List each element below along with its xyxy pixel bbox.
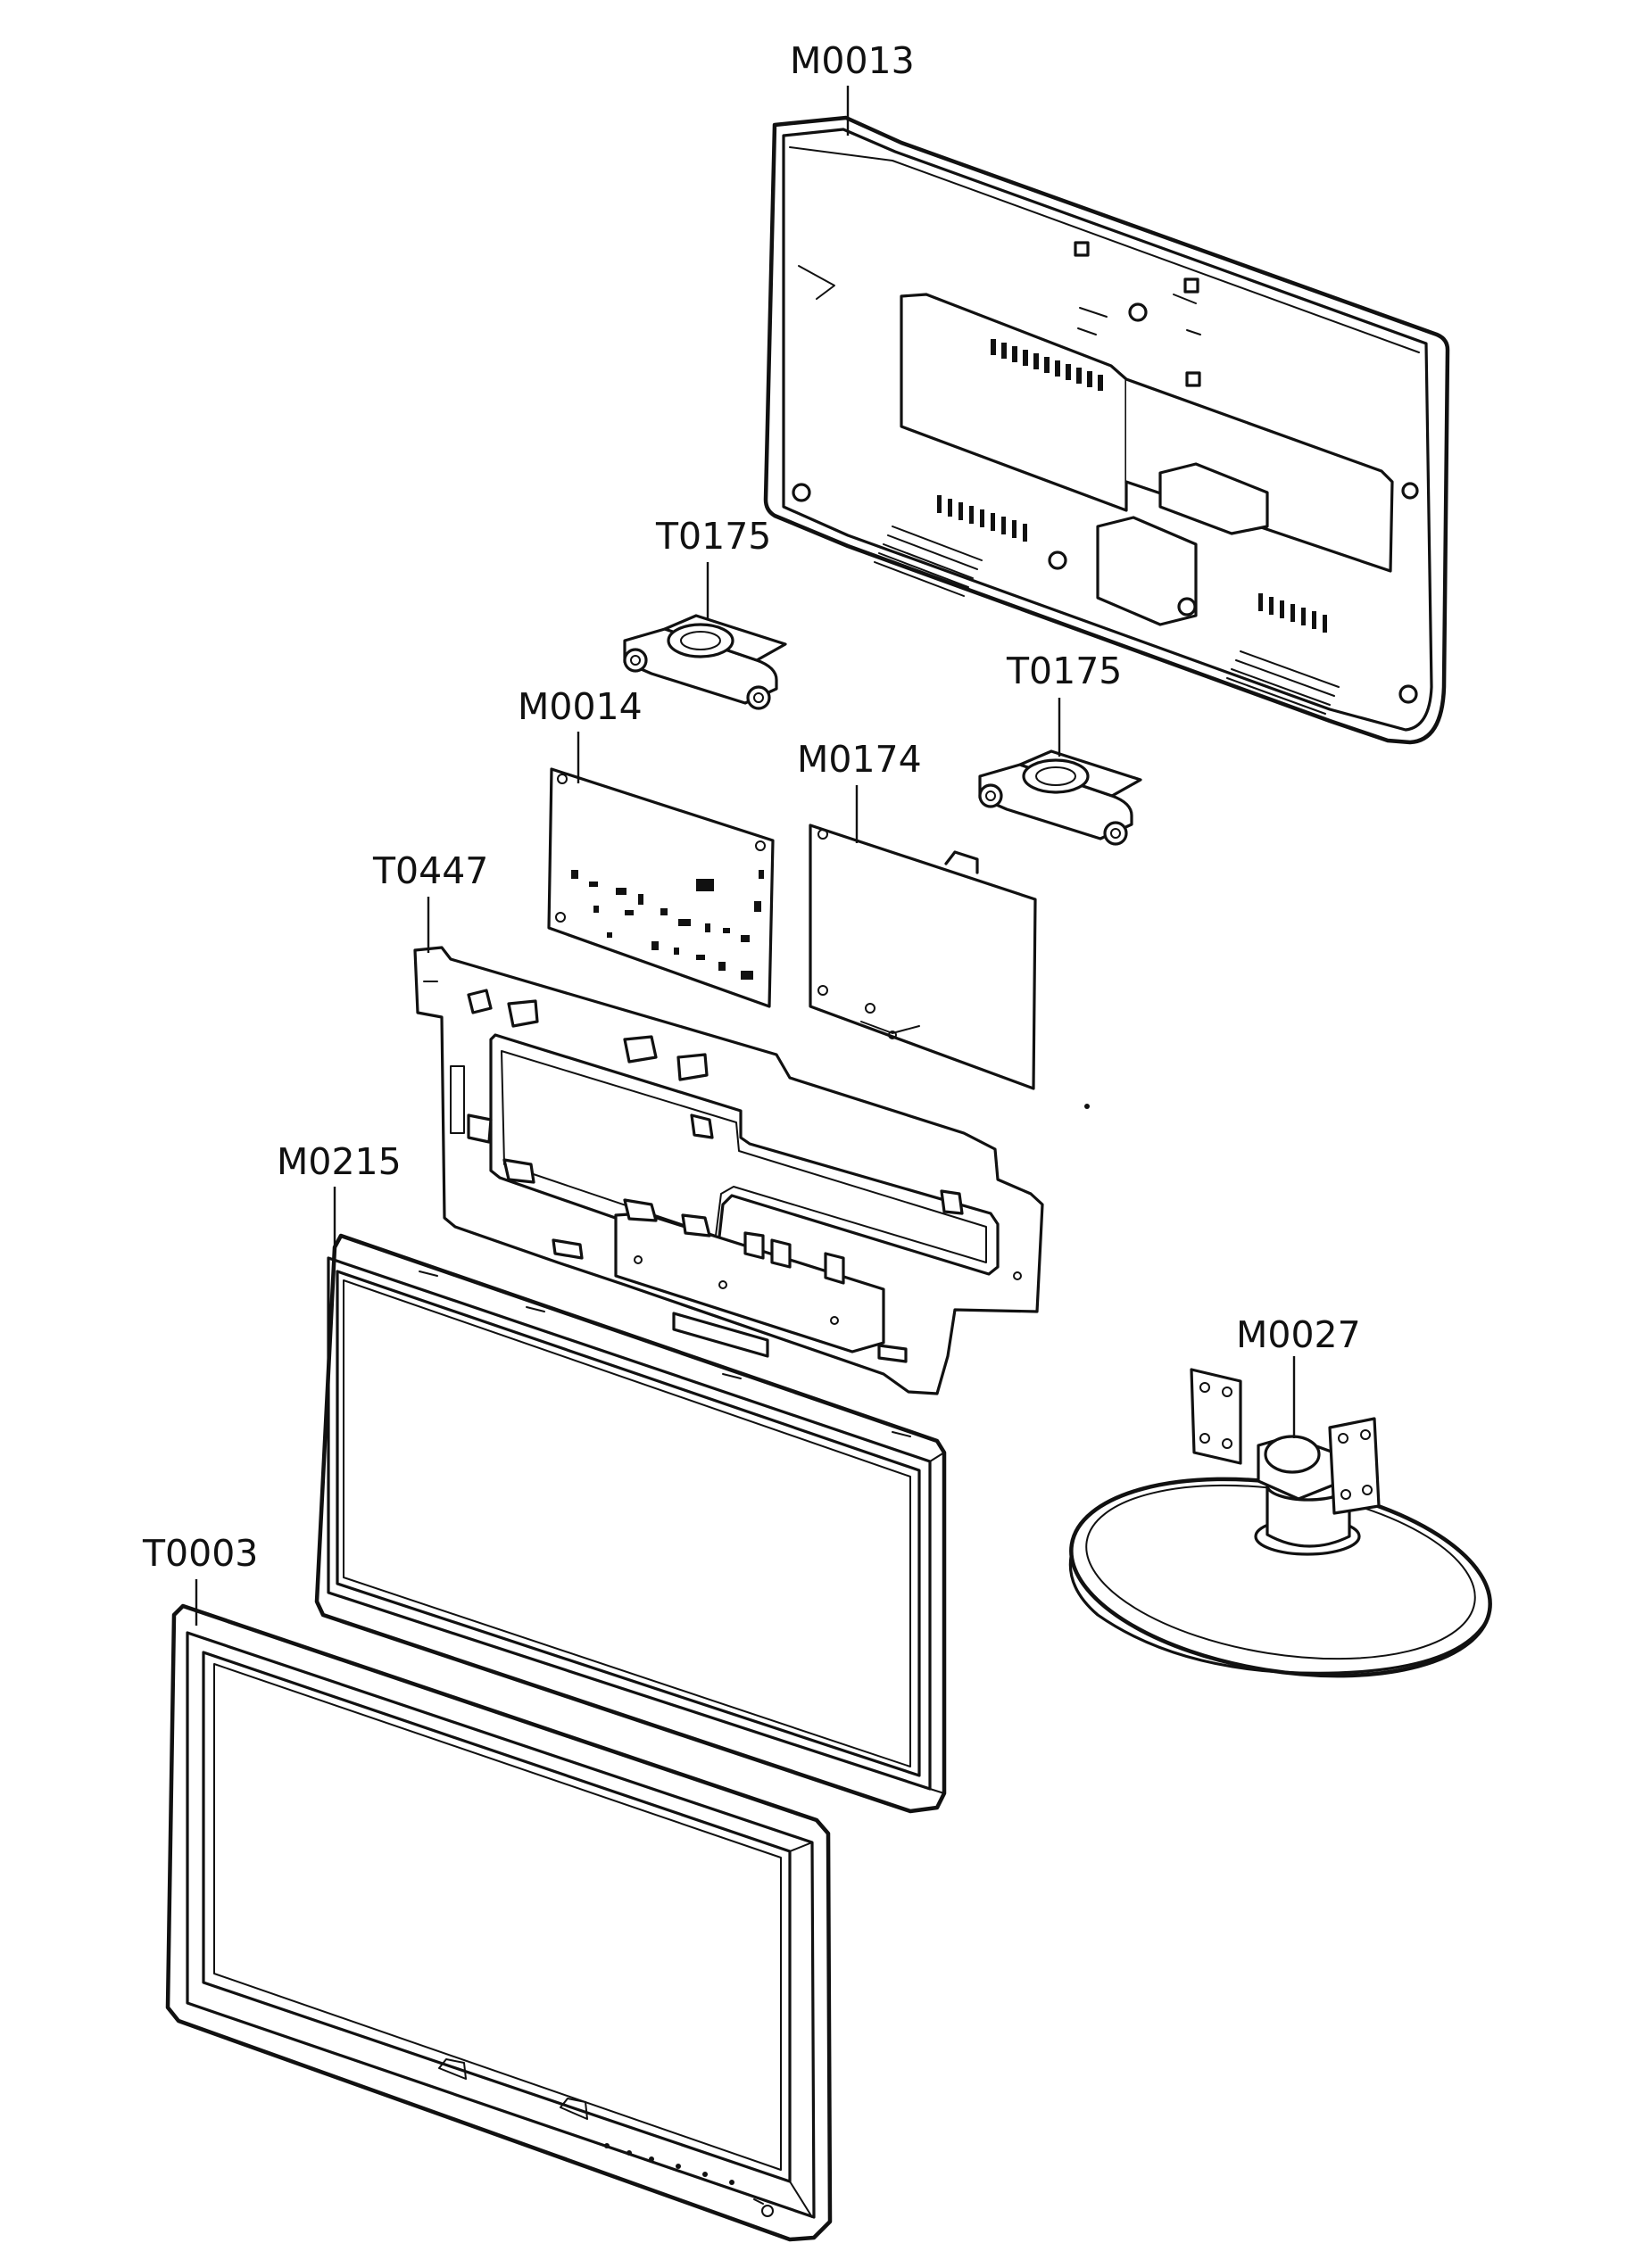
label-t0447: T0447 (372, 849, 488, 892)
label-m0027: M0027 (1236, 1313, 1361, 1356)
label-m0215: M0215 (277, 1140, 402, 1183)
front-bezel-part[interactable] (165, 1603, 833, 2242)
speaker-left-part[interactable] (623, 614, 787, 710)
back-cover-part[interactable] (763, 115, 1450, 745)
label-t0003: T0003 (142, 1532, 258, 1575)
label-t0175-left: T0175 (655, 515, 771, 558)
main-board-part[interactable] (547, 767, 775, 1008)
label-m0014: M0014 (518, 685, 643, 728)
lcd-panel-part[interactable] (314, 1233, 947, 1814)
stand-part[interactable] (1057, 1368, 1504, 1703)
power-board-part[interactable] (809, 824, 1090, 1109)
label-m0174: M0174 (797, 738, 922, 781)
label-m0013: M0013 (790, 39, 915, 82)
label-t0175-right: T0175 (1006, 650, 1122, 692)
speaker-right-part[interactable] (978, 749, 1142, 846)
bracket-part[interactable] (413, 946, 1044, 1395)
